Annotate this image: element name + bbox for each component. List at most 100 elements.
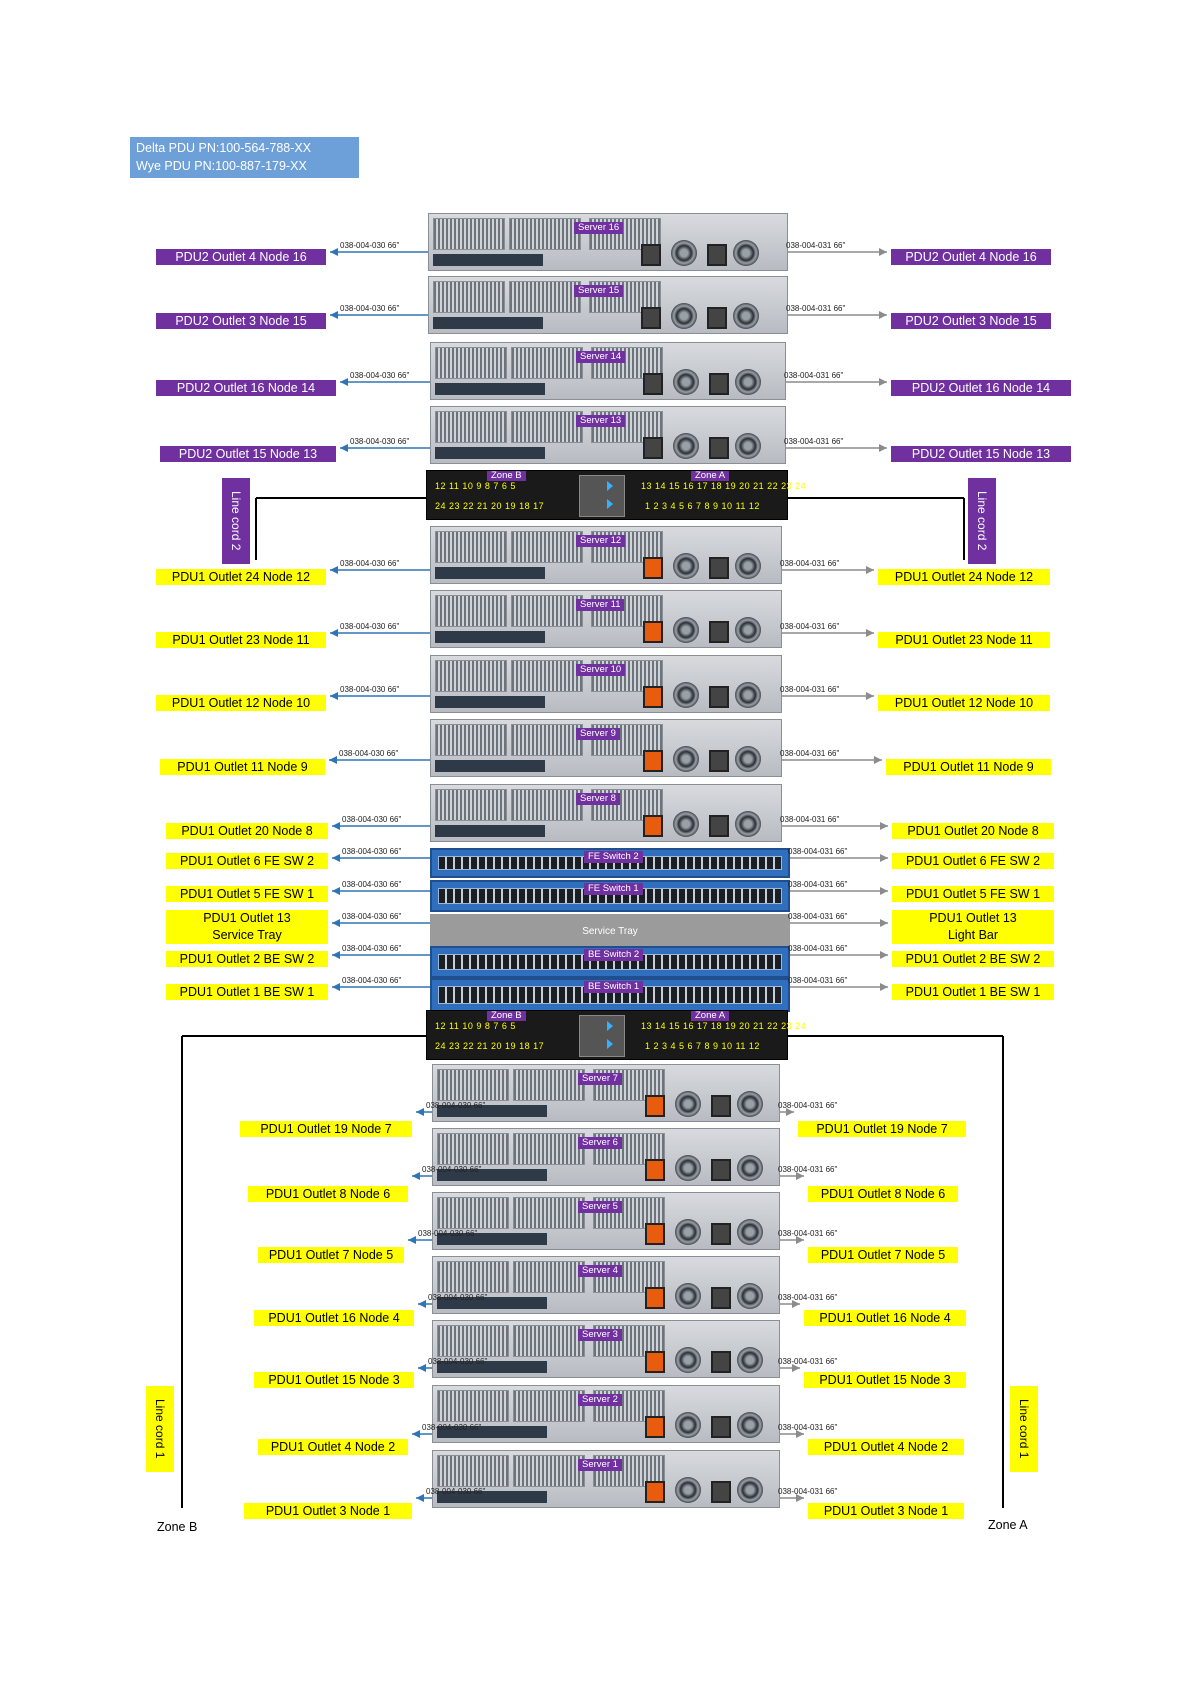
cable-part-right: 038-004-031 66" <box>778 1357 838 1366</box>
cable-arrow <box>329 756 337 764</box>
fan-icon <box>673 617 699 643</box>
outlet-numbers: 13 14 15 16 17 18 19 20 21 22 23 24 <box>641 1021 807 1031</box>
fan-icon <box>737 1347 763 1373</box>
outlet-numbers: 1 2 3 4 5 6 7 8 9 10 11 12 <box>645 501 760 511</box>
server-vent <box>435 724 507 756</box>
power-plug <box>709 686 729 708</box>
fan-icon <box>673 369 699 395</box>
cable-arrow <box>330 248 338 256</box>
fan-icon <box>735 811 761 837</box>
rack-unit: Server 9 <box>430 719 782 777</box>
cable-part-right: 038-004-031 66" <box>778 1293 838 1302</box>
server-vent <box>511 347 583 379</box>
cable-part-right: 038-004-031 66" <box>788 880 848 889</box>
fan-icon <box>733 303 759 329</box>
server-vent <box>435 531 507 563</box>
unit-name: Server 3 <box>578 1329 622 1341</box>
server-io-panel <box>435 825 545 837</box>
server-vent <box>511 595 583 627</box>
unit-name: FE Switch 2 <box>584 851 643 863</box>
server-io-panel <box>437 1233 547 1245</box>
outlet-numbers: 13 14 15 16 17 18 19 20 21 22 23 24 <box>641 481 807 491</box>
server-io-panel <box>433 254 543 266</box>
cable-arrow <box>418 1300 426 1308</box>
pdu-part-number-box: Delta PDU PN:100-564-788-XX Wye PDU PN:1… <box>130 137 359 178</box>
cable-arrow <box>879 444 887 452</box>
rack-unit: Server 1 <box>432 1450 780 1508</box>
cable-arrow <box>866 629 874 637</box>
power-plug <box>643 373 663 395</box>
unit-name: Server 9 <box>576 728 620 740</box>
power-plug <box>709 557 729 579</box>
outlet-label-left: PDU1 Outlet 2 BE SW 2 <box>166 951 328 967</box>
server-io-panel <box>437 1361 547 1373</box>
server-vent <box>433 281 505 313</box>
fan-icon <box>675 1412 701 1438</box>
outlet-label-left: PDU1 Outlet 12 Node 10 <box>156 695 326 711</box>
outlet-label-line: PDU1 Outlet 13 <box>929 911 1017 925</box>
cable-part-right: 038-004-031 66" <box>778 1101 838 1110</box>
cable-arrow <box>796 1430 804 1438</box>
breaker-panel <box>579 1015 625 1057</box>
unit-name: Server 15 <box>574 285 624 297</box>
server-vent <box>435 347 507 379</box>
rack-unit: FE Switch 1 <box>430 880 790 912</box>
power-plug <box>645 1287 665 1309</box>
fan-icon <box>735 553 761 579</box>
server-vent <box>437 1133 509 1165</box>
rack-unit: Server 12 <box>430 526 782 584</box>
server-io-panel <box>437 1297 547 1309</box>
server-vent <box>513 1197 585 1229</box>
cable-part-right: 038-004-031 66" <box>780 559 840 568</box>
server-io-panel <box>437 1105 547 1117</box>
outlet-label-right: PDU1 Outlet 1 BE SW 1 <box>892 984 1054 1000</box>
server-vent <box>433 218 505 250</box>
cable-part-right: 038-004-031 66" <box>786 241 846 250</box>
outlet-numbers: 1 2 3 4 5 6 7 8 9 10 11 12 <box>645 1041 760 1051</box>
cable-arrow <box>332 854 340 862</box>
power-plug <box>709 621 729 643</box>
power-plug <box>641 244 661 266</box>
server-vent <box>437 1069 509 1101</box>
cable-arrow <box>796 1494 804 1502</box>
rack-unit: Server 8 <box>430 784 782 842</box>
power-plug <box>709 437 729 459</box>
cable-arrow <box>330 311 338 319</box>
unit-name: BE Switch 1 <box>584 981 644 993</box>
server-vent <box>513 1325 585 1357</box>
server-io-panel <box>437 1426 547 1438</box>
cable-part-left: 038-004-030 66" <box>418 1229 478 1238</box>
fan-icon <box>735 746 761 772</box>
rack-unit: Server 13 <box>430 406 786 464</box>
fan-icon <box>737 1155 763 1181</box>
outlet-label-left: PDU1 Outlet 8 Node 6 <box>248 1186 408 1202</box>
cable-part-left: 038-004-030 66" <box>422 1165 482 1174</box>
cable-arrow <box>796 1172 804 1180</box>
rack-unit: Server 10 <box>430 655 782 713</box>
rack-unit: Server 4 <box>432 1256 780 1314</box>
status-arrow-icon <box>607 1021 613 1031</box>
status-arrow-icon <box>607 481 613 491</box>
cable-arrow <box>332 822 340 830</box>
unit-name: FE Switch 1 <box>584 883 643 895</box>
outlet-label-left: PDU1 Outlet 4 Node 2 <box>258 1439 408 1455</box>
server-vent <box>511 531 583 563</box>
cable-part-left: 038-004-030 66" <box>428 1293 488 1302</box>
power-plug <box>711 1223 731 1245</box>
rack-unit: Server 11 <box>430 590 782 648</box>
cable-part-right: 038-004-031 66" <box>778 1229 838 1238</box>
cable-part-right: 038-004-031 66" <box>788 847 848 856</box>
cable-arrow <box>879 378 887 386</box>
outlet-label-right: PDU1 Outlet 19 Node 7 <box>798 1121 966 1137</box>
unit-name: Server 16 <box>574 222 624 234</box>
rack-unit: Server 16 <box>428 213 788 271</box>
outlet-label-left: PDU2 Outlet 4 Node 16 <box>156 249 326 265</box>
outlet-label-right: PDU2 Outlet 3 Node 15 <box>891 313 1051 329</box>
cable-part-right: 038-004-031 66" <box>786 304 846 313</box>
cable-part-right: 038-004-031 66" <box>778 1487 838 1496</box>
server-io-panel <box>437 1169 547 1181</box>
cable-arrow <box>879 248 887 256</box>
fan-icon <box>673 746 699 772</box>
